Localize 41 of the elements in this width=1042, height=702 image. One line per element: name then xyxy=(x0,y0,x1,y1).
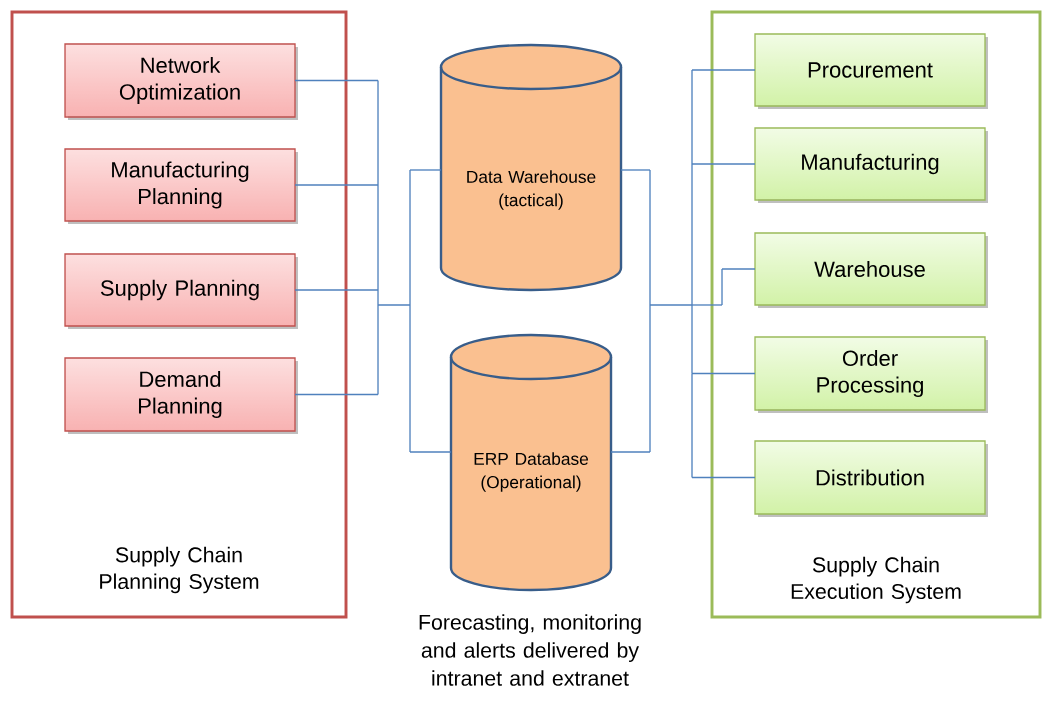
connector-line xyxy=(377,289,379,306)
process-box: Network Optimization xyxy=(64,43,298,120)
connector-line xyxy=(691,69,756,71)
connector-line xyxy=(409,451,452,453)
connector-line xyxy=(409,169,411,306)
process-box: Warehouse xyxy=(754,232,988,308)
connector-line xyxy=(294,393,379,396)
process-box: Manufacturing Planning xyxy=(64,148,298,224)
process-box: Supply Planning xyxy=(64,253,298,329)
process-box: Distribution xyxy=(754,440,988,517)
connector-line xyxy=(409,304,411,453)
connector-line xyxy=(649,304,651,453)
connector-line xyxy=(691,304,723,306)
connector-line xyxy=(691,69,693,165)
connector-line xyxy=(691,163,756,165)
process-box: Manufacturing xyxy=(754,127,988,203)
connector-line xyxy=(377,184,379,291)
connector-line xyxy=(691,304,693,375)
database-cylinder: ERP Database (Operational) xyxy=(449,333,613,592)
connector-line xyxy=(620,169,651,171)
connector-line xyxy=(294,289,379,291)
connector-line xyxy=(377,304,379,396)
connector-line xyxy=(610,451,651,453)
connector-line xyxy=(294,184,379,186)
connector-line xyxy=(691,476,756,479)
connector-line xyxy=(721,268,723,306)
database-cylinder: Data Warehouse (tactical) xyxy=(439,43,623,292)
connector-line xyxy=(691,372,693,479)
process-box: Demand Planning xyxy=(64,357,298,434)
connector-line xyxy=(649,169,651,306)
connector-line xyxy=(409,169,442,171)
connector-line xyxy=(294,79,379,82)
connector-line xyxy=(721,268,756,270)
process-box: Procurement xyxy=(754,33,988,109)
connector-line xyxy=(649,304,693,306)
connector-line xyxy=(691,372,756,375)
process-box: Order Processing xyxy=(754,336,988,413)
caption: Forecasting, monitoring and alerts delivered by intranet and extranet xyxy=(419,614,641,686)
connector-line xyxy=(377,304,411,306)
connector-line xyxy=(691,163,693,306)
connector-line xyxy=(377,79,379,186)
